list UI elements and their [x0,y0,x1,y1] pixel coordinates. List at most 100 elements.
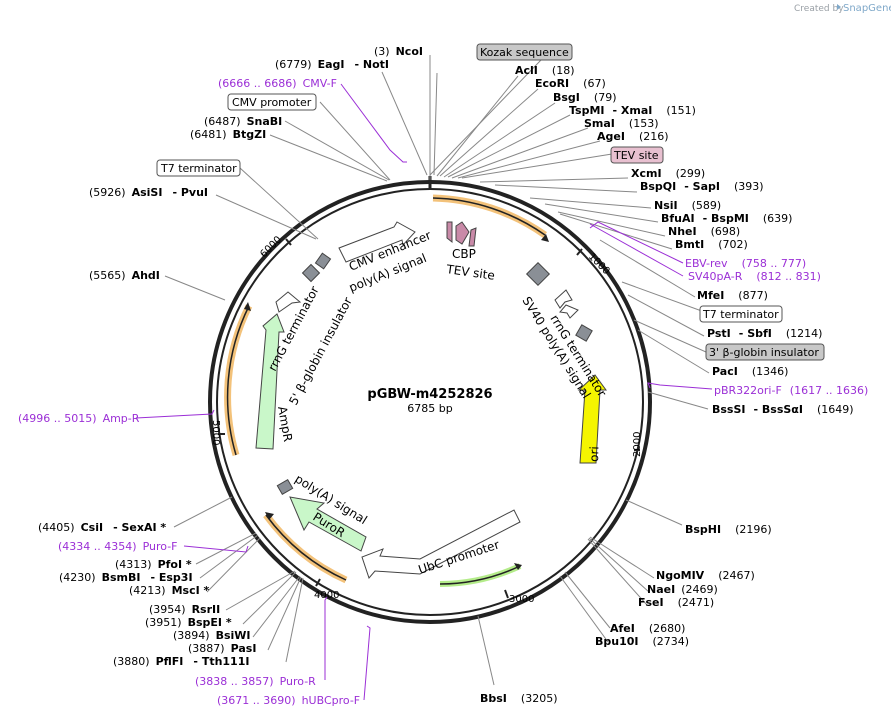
site-csii-sexai: (4405)CsiI- SexAI * [38,521,166,534]
t7-terminator-right-label: T7 terminator [702,308,779,321]
site-bsiwi: (3894)BsiWI [173,629,251,642]
site-ahdi: (5565)AhdI [89,269,160,282]
site-bspqi-sapi: BspQI- SapI(393) [640,180,764,193]
t7-terminator-left-label: T7 terminator [160,162,237,175]
primer-labels: (6666 .. 6686)CMV-F EBV-rev(758 .. 777) … [18,77,868,707]
t7-terminator-left-block [314,252,332,270]
site-nsii: NsiI(589) [654,199,721,212]
t7-terminator-left-box [156,159,241,177]
primer-puro-r: (3838 .. 3857)Puro-R [195,675,316,688]
site-psti-sbfi: PstI- SbfI(1214) [707,327,822,340]
site-btgzi: (6481)BtgZI [190,128,266,141]
site-agei: AgeI(216) [597,130,669,143]
site-paci: PacI(1346) [712,365,788,378]
site-msci: (4213)MscI * [129,584,210,597]
credit-text: Created by [794,4,844,14]
primer-pbr322ori-f: pBR322ori-F(1617 .. 1636) [714,384,868,397]
ori-label: ori [587,446,602,462]
tick-5000: 5000 [210,420,221,445]
cmv-promoter-label: CMV promoter [232,96,312,109]
site-ncoi: (3)NcoI [374,45,423,58]
site-bsgi: BsgI(79) [553,91,617,104]
orf-arc-top-line [432,197,546,236]
site-xcmi: XcmI(299) [631,167,705,180]
orf-arc-puro-arrow-icon [265,512,274,520]
primer-puro-f: (4334 .. 4354)Puro-F [58,540,178,553]
cmv-enhancer-arrow [338,221,416,263]
polya-signal-left-arrow [275,291,302,313]
ubc-promoter-arrow [361,509,521,579]
tick-3000: 3000 [509,594,534,605]
site-naei: NaeI(2469) [647,583,718,596]
rrng-terminator-left-block [301,263,321,283]
kozak-label: Kozak sequence [480,46,569,59]
primer-amp-r: (4996 .. 5015)Amp-R [18,412,140,425]
ampr-label: AmpR [275,405,295,443]
site-bpu10i: Bpu10I(2734) [595,635,689,648]
site-mfei: MfeI(877) [697,289,768,302]
globin-insulator-right-label: 3' β-globin insulator [709,346,819,359]
cbp-tag-shape [446,221,453,244]
site-bspei: (3951)BspEI * [145,616,232,629]
sv40-polya-arrow-2 [559,304,579,319]
site-leader-lines [164,55,711,686]
primer-sv40pa-r: SV40pA-R(812 .. 831) [688,270,821,283]
tev-box-label: TEV site [613,149,659,162]
orf-arc-ubc-arrow-icon [514,563,522,570]
site-afei: AfeI(2680) [610,622,685,635]
primer-ebv-rev: EBV-rev(758 .. 777) [685,257,806,270]
site-eagi-noti: (6779)EagI- NotI [275,58,389,71]
backbone-inner [216,188,644,616]
cbp-tag-arrow [455,221,470,245]
polya-bottom-block [276,478,294,496]
site-ecori: EcoRI(67) [535,77,606,90]
orf-arc-puro-line [265,514,347,581]
orf-arc-ubc [439,563,522,587]
site-labels: (3)NcoI (6779)EagI- NotI AclI(18) EcoRI(… [38,45,854,705]
orf-arc-amp-arrow-icon [244,302,251,311]
site-pflfi-tth111i: (3880)PflFI- Tth111I [113,655,249,668]
site-bsssi: BssSI- BssSαI(1649) [712,403,854,416]
globin-insulator-right-box [705,343,825,361]
plasmid-size: 6785 bp [407,402,452,415]
site-bmti: BmtI(702) [675,238,748,251]
site-bsmbi-esp3i: (4230)BsmBI- Esp3I [59,571,193,584]
site-acli: AclI(18) [515,64,575,77]
site-bsphi: BspHI(2196) [685,523,772,536]
primer-leader-lines [135,83,713,701]
site-nhei: NheI(698) [668,225,740,238]
site-bfuai-bspmi: BfuAI- BspMI(639) [661,212,792,225]
ori-arrow [577,374,607,464]
plasmid-name: pGBW-m4252826 [367,387,492,402]
kozak-box [476,43,573,61]
t7-terminator-right-box [699,305,783,323]
site-rsrii: (3954)RsrII [149,603,220,616]
tick-2000: 2000 [632,432,643,457]
puror-arrow [289,496,367,552]
site-bbsi: BbsI(3205) [480,692,557,705]
site-ngomiv: NgoMIV(2467) [656,569,755,582]
tev-site-inner-label: TEV site [445,262,496,283]
snapgene-logo-icon [837,4,841,10]
site-smai: SmaI(153) [584,117,659,130]
cmv-promoter-box [227,93,317,111]
tev-box [610,146,664,164]
site-asisi-pvui: (5926)AsiSI- PvuI [89,186,208,199]
site-pasi: (3887)PasI [188,642,256,655]
credit-brand: SnapGene [843,3,891,14]
orf-arc-top-arrow-icon [541,234,549,242]
orf-arc-ubc-line [439,565,521,585]
cbp-label: CBP [452,247,476,261]
site-pfoi: (4313)PfoI * [115,558,192,571]
primer-hubcpro-f: (3671 .. 3690)hUBCpro-F [217,694,360,707]
primer-cmv-f: (6666 .. 6686)CMV-F [218,77,337,90]
rrng-terminator-right-block [525,261,551,287]
tev-site-shape [468,227,477,247]
ampr-arrow [255,313,285,450]
sv40-polya-arrow [554,289,573,309]
site-fsei: FseI(2471) [638,596,714,609]
tick-4000: 4000 [314,590,339,601]
site-snabi: (6487)SnaBI [204,115,282,128]
t7-terminator-right-block [575,324,593,342]
